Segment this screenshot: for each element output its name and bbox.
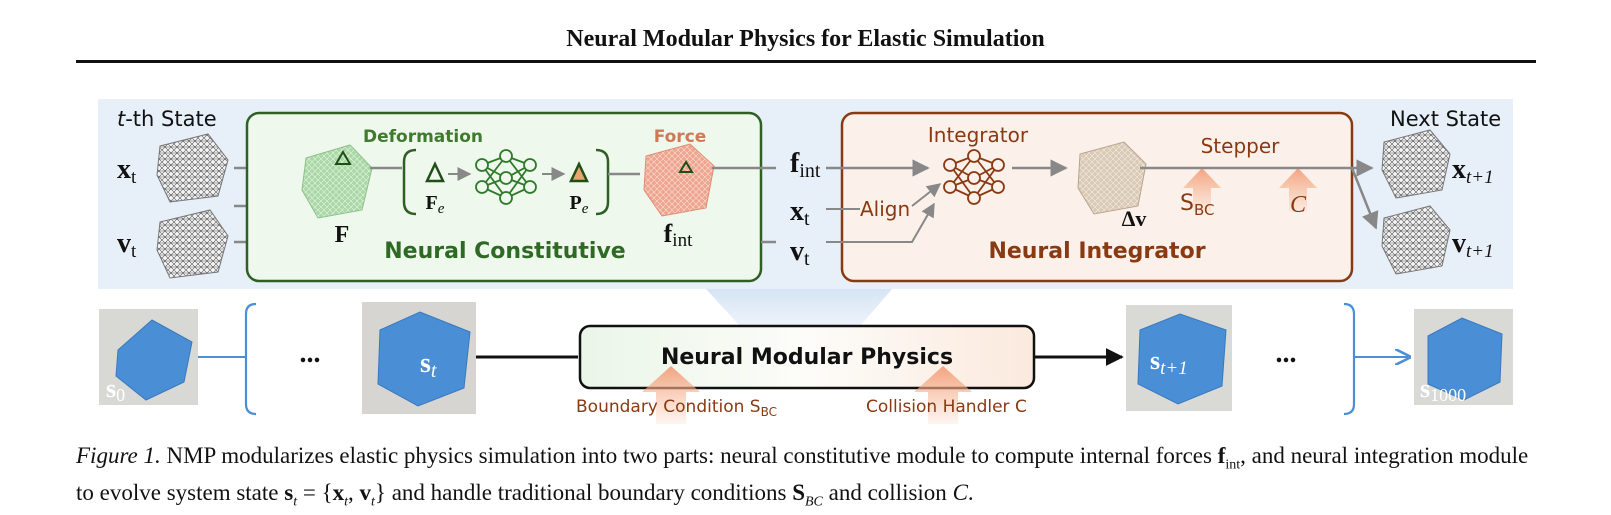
- stepper-label: Stepper: [1201, 134, 1281, 158]
- timeline-right-brace: [1343, 302, 1356, 416]
- diagram-svg: t-th State xt vt Deformation Force F: [98, 99, 1513, 424]
- force-label: Force: [654, 127, 707, 147]
- collision-up-arrow: [1279, 168, 1317, 212]
- deformation-cube: [301, 144, 373, 219]
- state-out-x: xt+1: [1452, 154, 1494, 188]
- state-out-v: vt+1: [1452, 228, 1494, 262]
- constitutive-title: Neural Constitutive: [384, 239, 625, 264]
- mesh-cube-x-out: [1381, 129, 1451, 199]
- input-state: t-th State xt vt: [117, 107, 290, 279]
- collision-label: C: [1290, 192, 1307, 218]
- nmp-center-label: Neural Modular Physics: [661, 345, 953, 370]
- mesh-cube-v-out: [1381, 205, 1451, 275]
- blue-cube-st: [377, 311, 471, 407]
- blue-cube-st1: [1137, 313, 1227, 405]
- deformation-label: Deformation: [363, 127, 483, 147]
- state-out-label: Next State: [1390, 107, 1501, 131]
- st1-label: st+1: [1150, 346, 1188, 379]
- Pe-label: Pe: [570, 192, 589, 217]
- delta-Pe: [569, 161, 589, 183]
- integrator-title: Neural Integrator: [988, 239, 1205, 264]
- integrator-network-icon: [943, 149, 1005, 205]
- output-state: Next State xt+1 vt+1: [1381, 107, 1501, 275]
- title-rule: [76, 60, 1536, 63]
- ellipsis-left: ...: [300, 338, 321, 369]
- force-cube: [643, 143, 715, 217]
- funnel-connector: [706, 289, 892, 326]
- constitutive-network-icon: [475, 149, 537, 205]
- align-label: Align: [860, 197, 910, 221]
- ellipsis-right: ...: [1276, 338, 1297, 369]
- blue-cube-s1000: [1427, 317, 1503, 401]
- timeline-left-brace: [244, 302, 257, 416]
- arrow-stepper-to-v-next: [1350, 167, 1379, 230]
- collision-handler-up-arrow: [914, 366, 972, 424]
- delta-marker-red: [678, 160, 694, 173]
- caption-label: Figure 1.: [76, 443, 161, 468]
- mesh-cube-v-in: [156, 209, 229, 279]
- s0-label: s0: [106, 374, 125, 405]
- s1000-label: s1000: [1420, 374, 1466, 405]
- neural-integrator-module: Align Integrator Δv Stepper: [826, 111, 1379, 283]
- F-label: F: [335, 222, 350, 248]
- neural-constitutive-module: Deformation Force F Fe: [245, 111, 763, 283]
- blue-cube-s0: [115, 319, 193, 401]
- integrator-label: Integrator: [928, 123, 1029, 147]
- state-in-v: vt: [117, 228, 137, 262]
- sbc-up-arrow: [1183, 168, 1221, 212]
- figure-caption: Figure 1. NMP modularizes elastic physic…: [76, 443, 1529, 510]
- dv-label: Δv: [1122, 206, 1147, 231]
- delta-Fe: [425, 161, 445, 183]
- right-bracket: [595, 148, 610, 216]
- delta-marker-green: [334, 150, 352, 165]
- vt-mid: vt: [790, 236, 810, 270]
- Fe-label: Fe: [426, 192, 445, 217]
- fint-mid: fint: [790, 148, 821, 182]
- boundary-label: Boundary Condition SBC: [576, 397, 777, 419]
- boundary-up-arrow: [642, 366, 700, 424]
- xt-mid: xt: [790, 196, 810, 230]
- state-in-x: xt: [117, 154, 137, 188]
- left-bracket: [402, 148, 417, 216]
- mesh-cube-x-in: [156, 133, 229, 203]
- arrow-vt-to-integrator: [826, 202, 935, 243]
- fint-label-constitutive: fint: [664, 219, 693, 251]
- middle-variables: fint xt vt: [712, 148, 821, 270]
- st-label: st: [420, 348, 437, 382]
- state-in-label: t-th State: [117, 107, 217, 131]
- velocity-update-cube: [1077, 141, 1147, 215]
- page-title: Neural Modular Physics for Elastic Simul…: [566, 26, 1045, 52]
- collision-handler-label: Collision Handler C: [866, 397, 1027, 417]
- timeline: s0 ... st Neural Modular Physics Boundar…: [99, 302, 1513, 424]
- sbc-label: SBC: [1180, 191, 1214, 219]
- arrow-align-to-integrator: [911, 183, 942, 207]
